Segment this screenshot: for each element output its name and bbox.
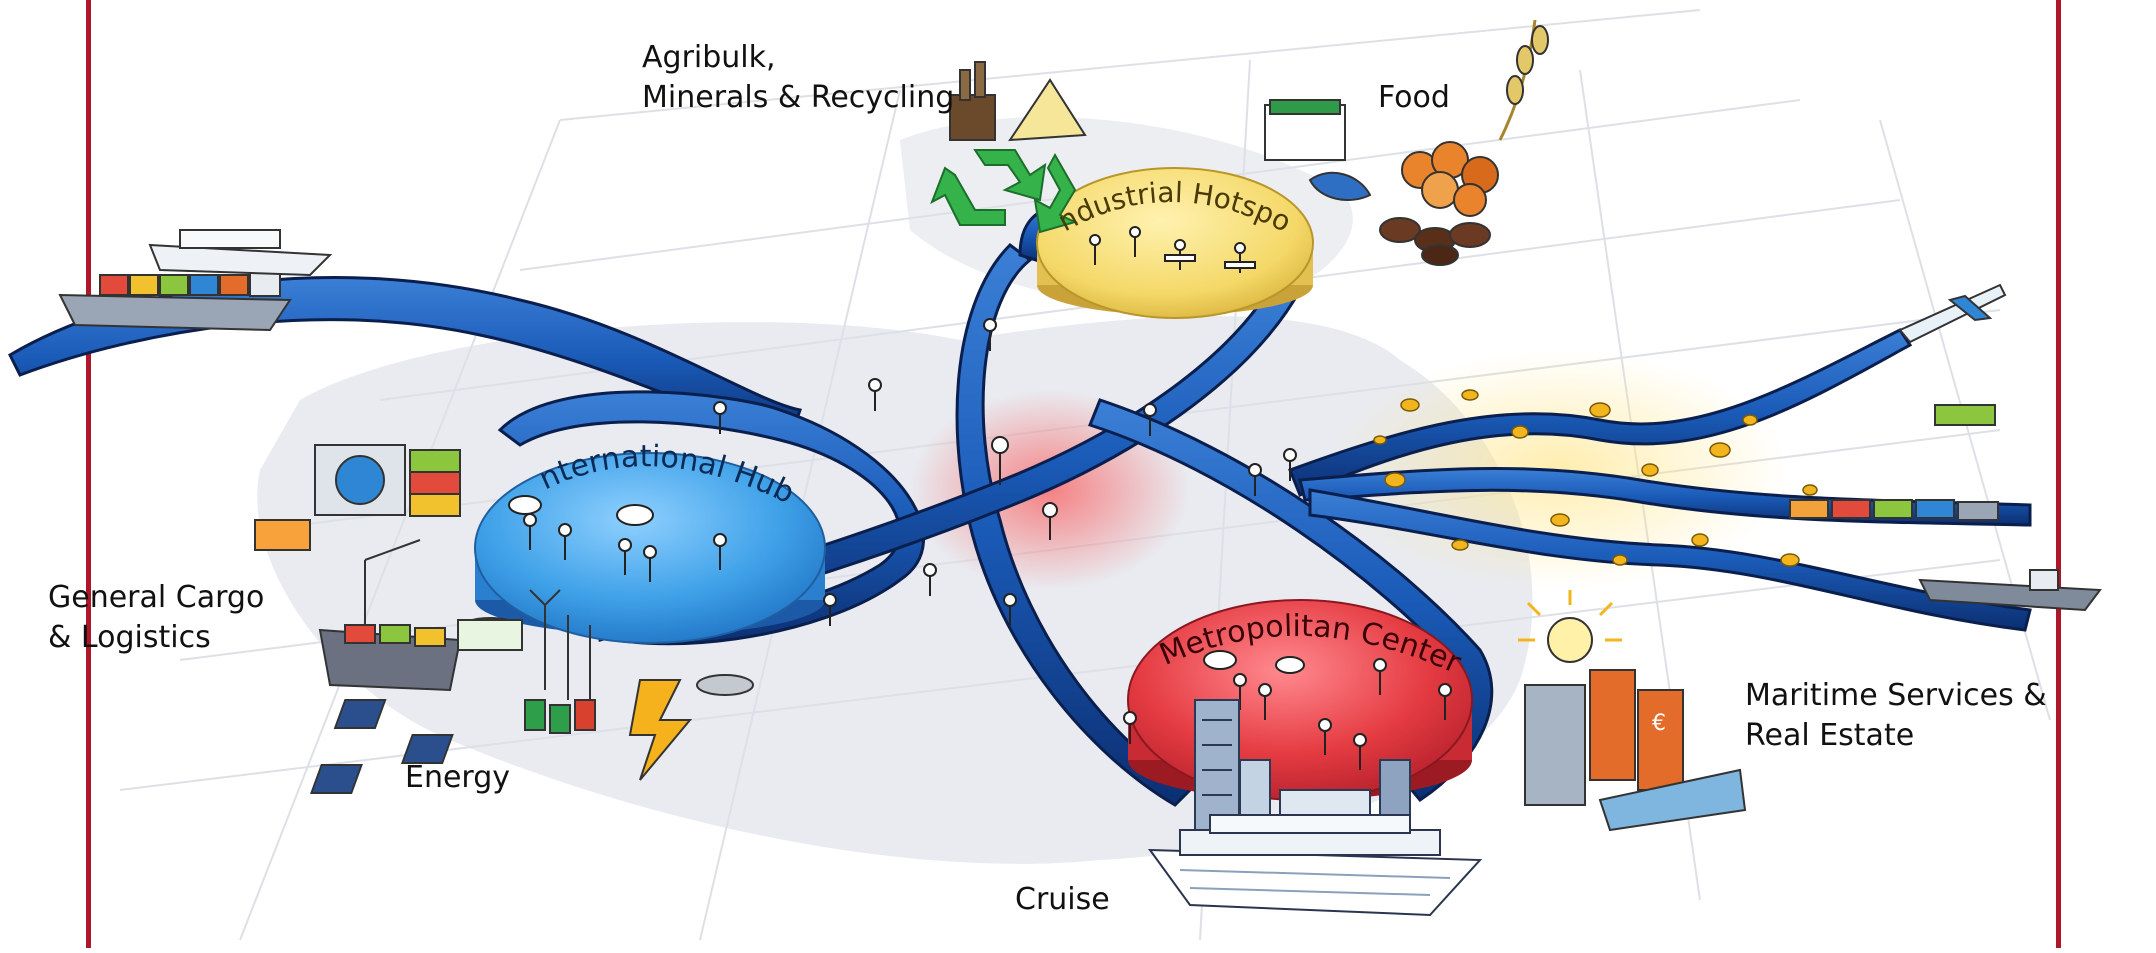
cruise-ship-illustration [1147, 814, 1483, 917]
recycle-icon [930, 149, 1078, 234]
industrial-hotspot-title: Industrial Hotspot [0, 0, 1296, 239]
agribulk-illustration [949, 61, 1087, 142]
industrial-hotspot-disc [1036, 167, 1314, 319]
logistics-illustration [254, 444, 523, 692]
airplane-illustration [1898, 283, 2007, 344]
maritime-services-label: Maritime Services & Real Estate [1745, 678, 2047, 753]
container-ship-left [58, 229, 333, 332]
agribulk-label: Agribulk, Minerals & Recycling [642, 40, 955, 115]
energy-label: Energy [405, 760, 511, 795]
ribbon-loop-vertical [955, 243, 1193, 807]
international-hub-disc [474, 452, 826, 644]
page-frame [86, 0, 2061, 948]
energy-illustration [310, 589, 754, 794]
cruise-label: Cruise [1015, 882, 1110, 917]
svg-text:€: € [1652, 711, 1666, 736]
food-illustration [1264, 19, 1549, 266]
gold-coins [1373, 389, 1818, 567]
freight-train-illustration [1789, 404, 1999, 521]
cargo-ship-right [1918, 569, 2102, 612]
maritime-buildings: € [1518, 590, 1747, 832]
people-figures [713, 318, 1297, 744]
general-cargo-label: General Cargo & Logistics [48, 580, 265, 655]
food-label: Food [1378, 80, 1450, 115]
